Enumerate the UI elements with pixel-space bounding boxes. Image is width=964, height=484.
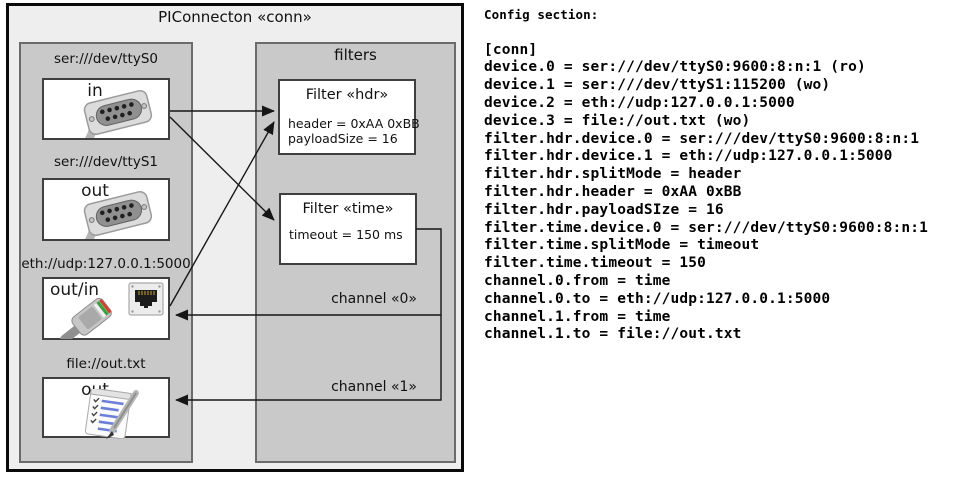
filter-title: Filter «hdr» [305, 87, 389, 103]
config-line: device.0 = ser:///dev/ttyS0:9600:8:n:1 (… [484, 59, 866, 76]
config-line: channel.1.from = time [484, 308, 671, 325]
config-line: filter.hdr.payloadSIze = 16 [484, 201, 724, 218]
device-label-eth: eth://udp:127.0.0.1:5000 [21, 256, 191, 272]
config-line: [conn] [484, 41, 538, 58]
device-box-file: out [42, 377, 170, 439]
device-label-ttys1: ser:///dev/ttyS1 [54, 154, 158, 170]
device-box-ttys0: in [42, 78, 170, 140]
config-blank-line [484, 24, 962, 42]
config-line: device.2 = eth://udp:127.0.0.1:5000 [484, 94, 795, 111]
ethernet-plug-icon [60, 297, 112, 339]
config-line: filter.hdr.header = 0xAA 0xBB [484, 183, 742, 200]
filter-box-time: Filter «time» timeout = 150 ms [279, 193, 417, 265]
config-line: filter.hdr.device.0 = ser:///dev/ttyS0:9… [484, 130, 920, 147]
filter-attribute: timeout = 150 ms [289, 227, 403, 242]
filter-attribute: header = 0xAA 0xBB [288, 116, 420, 131]
config-line: device.1 = ser:///dev/ttyS1:115200 (wo) [484, 77, 831, 94]
config-section: Config section: [conn]device.0 = ser:///… [484, 6, 962, 344]
config-line: filter.time.device.0 = ser:///dev/ttyS0:… [484, 219, 928, 236]
device-port-label: out [81, 181, 109, 201]
config-line: channel.1.to = file://out.txt [484, 326, 742, 343]
device-port-label: out/in [50, 280, 100, 300]
config-line: filter.hdr.splitMode = header [484, 166, 742, 183]
channel-1-label: channel «1» [331, 379, 417, 395]
config-line: filter.time.timeout = 150 [484, 255, 706, 272]
config-line: filter.time.splitMode = timeout [484, 237, 760, 254]
filters-panel-title: filters [334, 46, 377, 64]
config-line: filter.hdr.device.1 = eth://udp:127.0.0.… [484, 148, 893, 165]
serial-connector-icon [81, 89, 153, 138]
config-line: device.3 = file://out.txt (wo) [484, 112, 751, 129]
config-lines: [conn]device.0 = ser:///dev/ttyS0:9600:8… [484, 42, 962, 345]
diagram-title: PIConnecton «conn» [158, 8, 312, 26]
serial-connector-icon [81, 190, 153, 239]
filter-attributes: timeout = 150 ms [289, 227, 411, 243]
config-heading: Config section: [484, 7, 599, 22]
filter-title: Filter «time» [302, 201, 394, 217]
filter-attribute: payloadSize = 16 [288, 130, 398, 146]
config-line: channel.0.from = time [484, 272, 671, 289]
channel-0-label: channel «0» [331, 291, 417, 307]
device-box-ttys1: out [42, 178, 170, 241]
ethernet-port-icon [128, 282, 164, 316]
device-label-file: file://out.txt [66, 356, 146, 372]
device-port-label: in [87, 81, 103, 101]
notepad-icon [84, 389, 139, 439]
device-box-eth: out/in [42, 277, 170, 340]
config-line: channel.0.to = eth://udp:127.0.0.1:5000 [484, 290, 831, 307]
device-label-ttys0: ser:///dev/ttyS0 [54, 51, 158, 67]
